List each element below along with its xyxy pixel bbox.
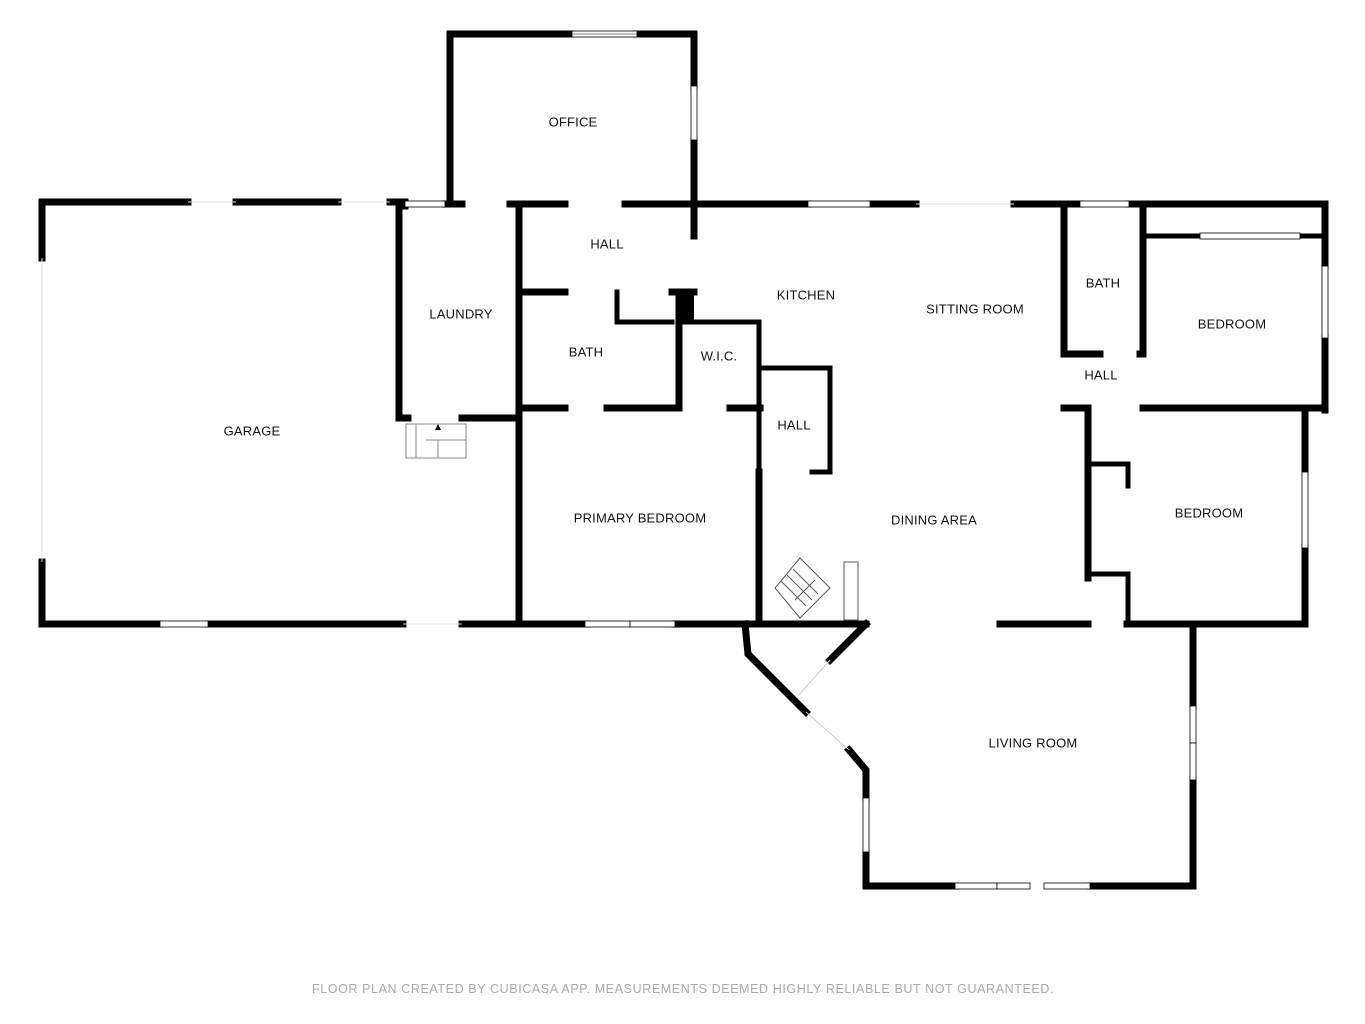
label-bedroom-top: BEDROOM [1198, 316, 1267, 331]
label-dining-area: DINING AREA [891, 512, 977, 527]
label-living-room: LIVING ROOM [989, 735, 1078, 750]
walls [38, 30, 1329, 890]
label-hall-right: HALL [1084, 367, 1117, 382]
label-sitting-room: SITTING ROOM [926, 301, 1024, 316]
label-bath-main: BATH [569, 344, 604, 359]
floor-plan-credit: FLOOR PLAN CREATED BY CUBICASA APP. MEAS… [312, 982, 1054, 996]
fireplace-icon [774, 557, 859, 621]
label-laundry: LAUNDRY [429, 306, 492, 321]
room-labels: OFFICE GARAGE LAUNDRY HALL BATH W.I.C. K… [224, 114, 1267, 750]
windows [41, 30, 1329, 890]
label-bath-right: BATH [1086, 275, 1121, 290]
label-office: OFFICE [549, 114, 598, 129]
label-kitchen: KITCHEN [777, 287, 835, 302]
label-wic: W.I.C. [701, 348, 738, 363]
label-garage: GARAGE [224, 423, 281, 438]
label-hall-center: HALL [777, 417, 810, 432]
label-primary-bedroom: PRIMARY BEDROOM [574, 510, 707, 525]
label-hall-top: HALL [590, 236, 623, 251]
laundry-steps [405, 423, 467, 459]
label-bedroom-bottom: BEDROOM [1175, 505, 1244, 520]
